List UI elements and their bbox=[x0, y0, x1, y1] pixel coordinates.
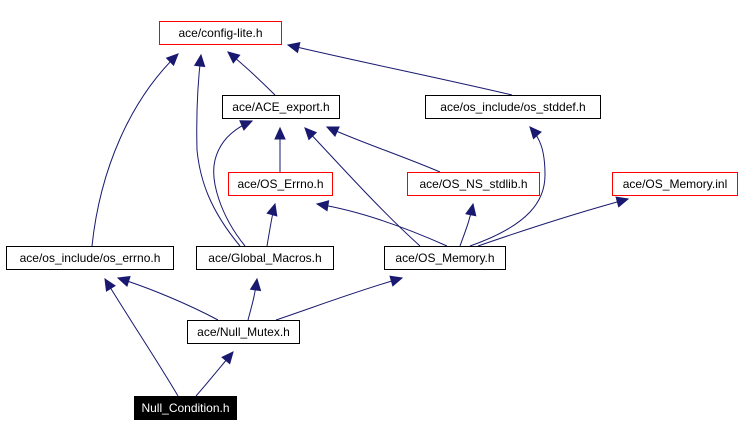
arrowhead-icon bbox=[325, 126, 340, 137]
arrowhead-icon bbox=[227, 51, 241, 64]
edge-global-macros-to-config-lite bbox=[196, 54, 241, 247]
edge-null-mutex-to-os-errno-h bbox=[117, 277, 219, 321]
arrowhead-icon bbox=[286, 42, 301, 54]
arrowhead-icon bbox=[116, 275, 131, 287]
arrowhead-icon bbox=[104, 277, 116, 292]
node-os-stddef[interactable]: ace/os_include/os_stddef.h bbox=[425, 95, 601, 119]
edge-os-ns-stdlib-to-ace-export bbox=[326, 126, 441, 173]
arrowhead-icon bbox=[239, 120, 254, 131]
edge-os-memory-to-os-stddef bbox=[469, 126, 546, 247]
arrowhead-icon bbox=[221, 351, 234, 365]
arrowhead-icon bbox=[615, 196, 630, 208]
edge-os-errno-h-to-config-lite bbox=[91, 53, 179, 247]
edge-global-macros-to-ace-export bbox=[213, 120, 253, 247]
arrowhead-icon bbox=[465, 202, 477, 217]
edge-null-condition-to-os-errno-h bbox=[104, 278, 179, 397]
arrowhead-icon bbox=[165, 53, 179, 67]
node-os-errno-cpp[interactable]: ace/OS_Errno.h bbox=[228, 172, 333, 196]
node-config-lite[interactable]: ace/config-lite.h bbox=[159, 21, 282, 45]
node-ace-export[interactable]: ace/ACE_export.h bbox=[222, 95, 340, 119]
edge-os-stddef-to-config-lite bbox=[287, 44, 513, 96]
edge-os-memory-to-os-errno-cpp bbox=[316, 203, 448, 247]
arrowhead-icon bbox=[529, 126, 542, 140]
arrowhead-icon bbox=[389, 275, 404, 287]
node-null-condition[interactable]: Null_Condition.h bbox=[134, 396, 237, 420]
node-global-macros[interactable]: ace/Global_Macros.h bbox=[196, 246, 334, 270]
node-os-errno-h[interactable]: ace/os_include/os_errno.h bbox=[6, 246, 174, 270]
arrowhead-icon bbox=[193, 53, 206, 68]
edge-os-memory-to-ace-export bbox=[304, 127, 421, 247]
node-os-memory-inl[interactable]: ace/OS_Memory.inl bbox=[612, 172, 738, 196]
node-os-memory[interactable]: ace/OS_Memory.h bbox=[384, 246, 506, 270]
node-null-mutex[interactable]: ace/Null_Mutex.h bbox=[187, 320, 300, 344]
edge-null-mutex-to-os-memory bbox=[275, 277, 403, 321]
arrowhead-icon bbox=[249, 277, 262, 292]
edge-os-memory-to-os-memory-inl bbox=[477, 198, 629, 247]
arrowhead-icon bbox=[315, 200, 330, 212]
arrowhead-icon bbox=[304, 127, 318, 141]
arrowhead-icon bbox=[274, 126, 286, 140]
node-os-ns-stdlib[interactable]: ace/OS_NS_stdlib.h bbox=[407, 172, 540, 196]
arrowhead-icon bbox=[266, 202, 278, 217]
